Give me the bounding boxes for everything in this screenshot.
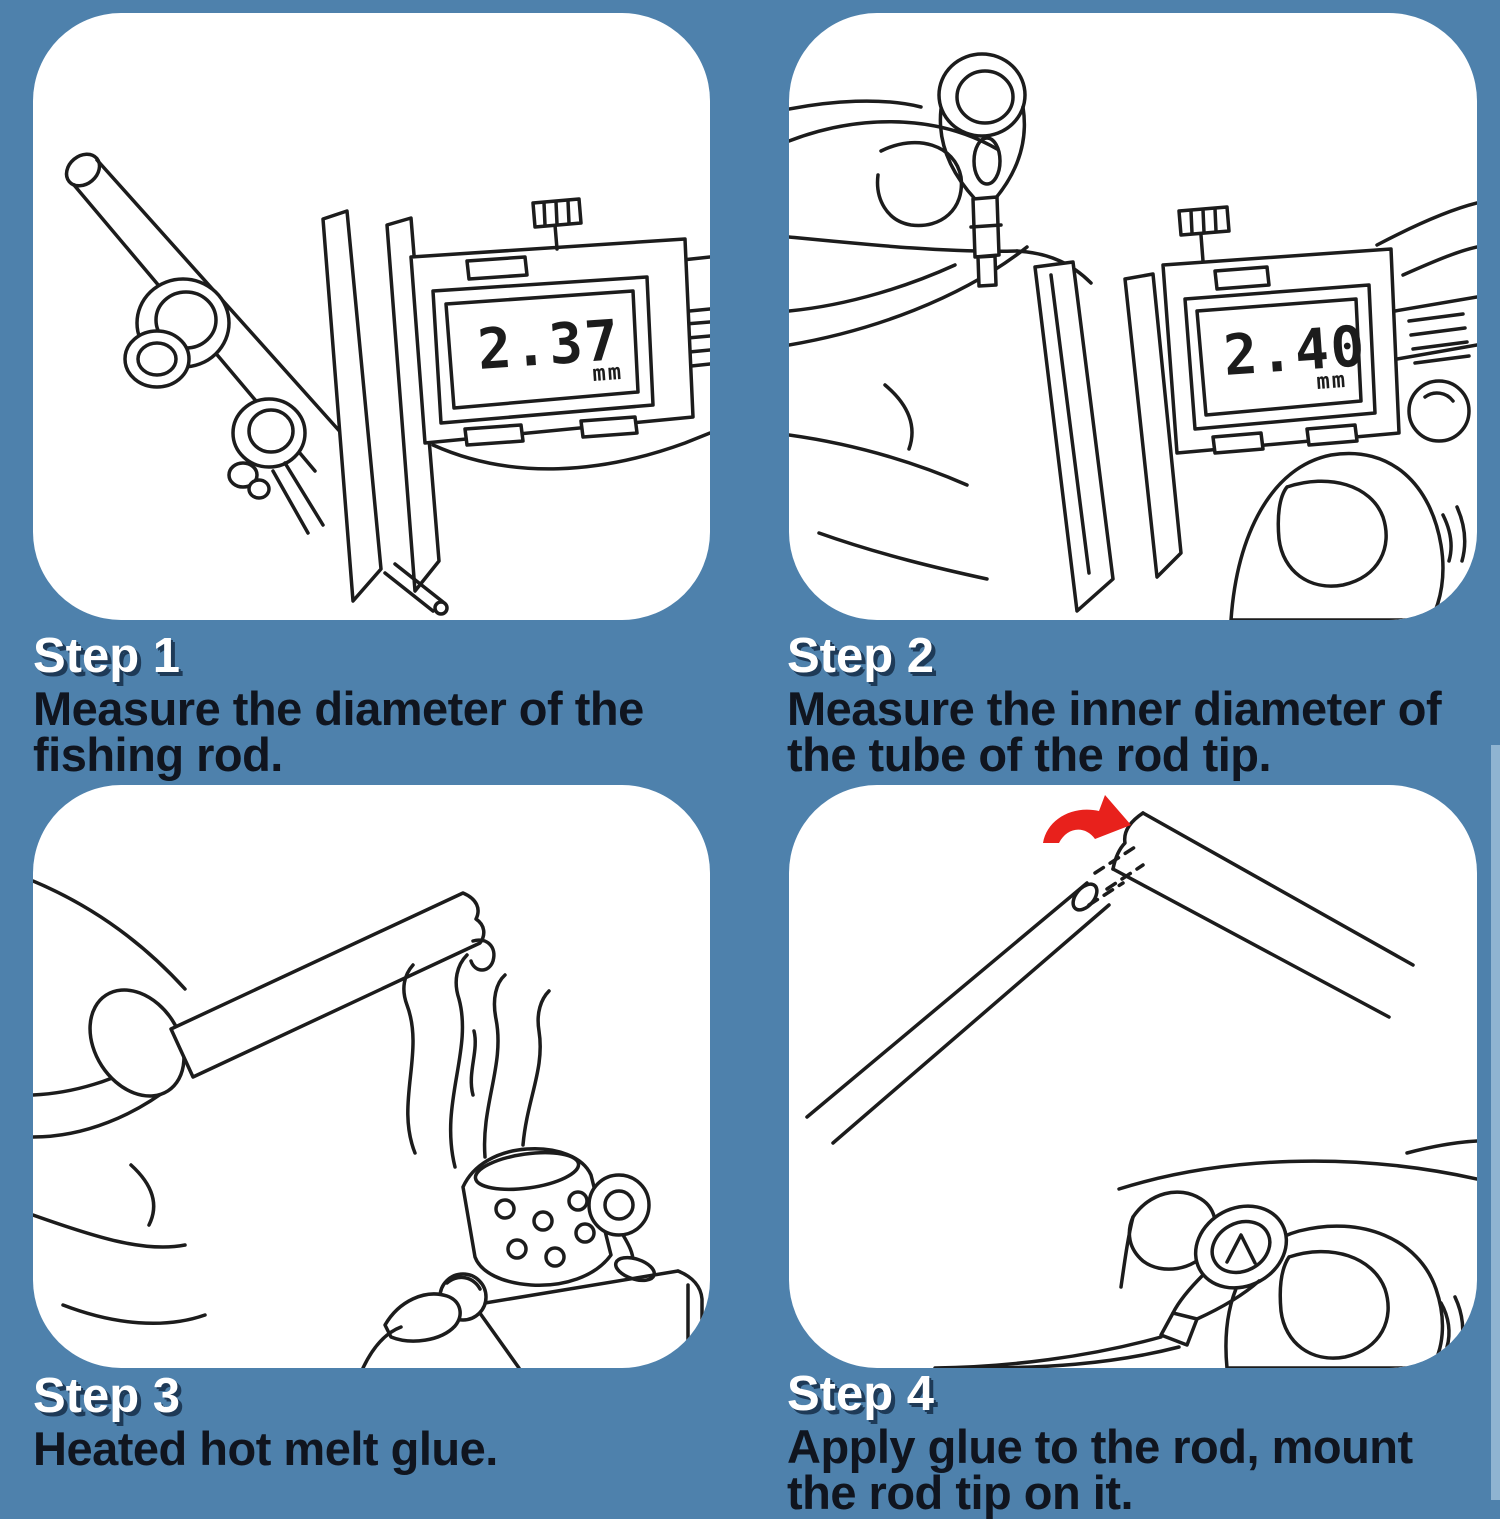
caliper-lock-screw bbox=[1199, 233, 1205, 263]
lighter-chimney bbox=[461, 1147, 613, 1287]
step4-heading: Step 4 bbox=[787, 1367, 935, 1421]
lighter bbox=[361, 1147, 704, 1368]
caliper-jaw bbox=[321, 209, 383, 603]
rod-tip-tube bbox=[1111, 811, 1415, 1019]
right-edge-strip bbox=[1491, 745, 1500, 1500]
curved-red-arrow-icon bbox=[1043, 795, 1131, 843]
caliper-jaw bbox=[1123, 272, 1183, 579]
holding-hand bbox=[33, 879, 207, 1326]
step2-heading: Step 2 bbox=[787, 629, 935, 683]
step3-caption: Step 3 Heated hot melt glue. bbox=[33, 1370, 733, 1472]
glue-droplet bbox=[469, 938, 496, 972]
step3-heading: Step 3 bbox=[33, 1369, 181, 1423]
rod-with-glue bbox=[805, 845, 1145, 1145]
step1-heading: Step 1 bbox=[33, 629, 181, 683]
caliper-unit: mm bbox=[592, 360, 624, 387]
step4-illustration-panel bbox=[789, 785, 1477, 1368]
caliper-jaw bbox=[1033, 260, 1115, 613]
step3-description: Heated hot melt glue. bbox=[33, 1422, 498, 1475]
step2-caption: Step 2 Measure the inner diameter of the… bbox=[787, 630, 1477, 778]
caliper-lcd-display bbox=[444, 289, 640, 410]
holding-hand bbox=[789, 99, 1093, 581]
step3-illustration-panel bbox=[33, 785, 710, 1368]
flame bbox=[402, 953, 551, 1169]
step4-caption: Step 4 Apply glue to the rod, mount the … bbox=[787, 1368, 1487, 1516]
step1-caption: Step 1 Measure the diameter of the fishi… bbox=[33, 630, 733, 778]
caliper-lcd-display bbox=[1195, 297, 1363, 417]
caliper-reading: 2.37 bbox=[475, 308, 622, 383]
thumb-nail bbox=[88, 988, 186, 1098]
caliper-jaw bbox=[385, 216, 441, 593]
step4-description: Apply glue to the rod, mount the rod tip… bbox=[787, 1420, 1413, 1519]
rod-tip-piece bbox=[937, 52, 1027, 288]
supporting-thumb bbox=[1229, 451, 1467, 620]
caliper-thumb-roller bbox=[1407, 379, 1471, 443]
lighter-thumb bbox=[383, 1292, 462, 1343]
step2-description: Measure the inner diameter of the tube o… bbox=[787, 682, 1442, 781]
rod-tip-guide bbox=[933, 1204, 1289, 1368]
step2-illustration-panel: 2.40 mm bbox=[789, 13, 1477, 620]
caliper-reading: 2.40 bbox=[1221, 314, 1368, 389]
step1-illustration-panel: 2.37 mm bbox=[33, 13, 710, 620]
caliper-lock-screw bbox=[553, 223, 559, 251]
lighter-body bbox=[471, 1269, 680, 1307]
mount-rod-tip-illustration bbox=[805, 795, 1477, 1368]
caliper-unit: mm bbox=[1316, 368, 1348, 395]
lighter-hinge bbox=[587, 1173, 651, 1237]
glue-stick bbox=[169, 891, 486, 1079]
rod-butt-cap bbox=[64, 152, 102, 188]
lighter-heating-glue-illustration bbox=[33, 879, 704, 1368]
step1-description: Measure the diameter of the fishing rod. bbox=[33, 682, 644, 781]
caliper-rod-diameter-illustration: 2.37 mm bbox=[64, 152, 710, 616]
caliper-tip-inner-diameter-illustration: 2.40 mm bbox=[789, 52, 1477, 620]
